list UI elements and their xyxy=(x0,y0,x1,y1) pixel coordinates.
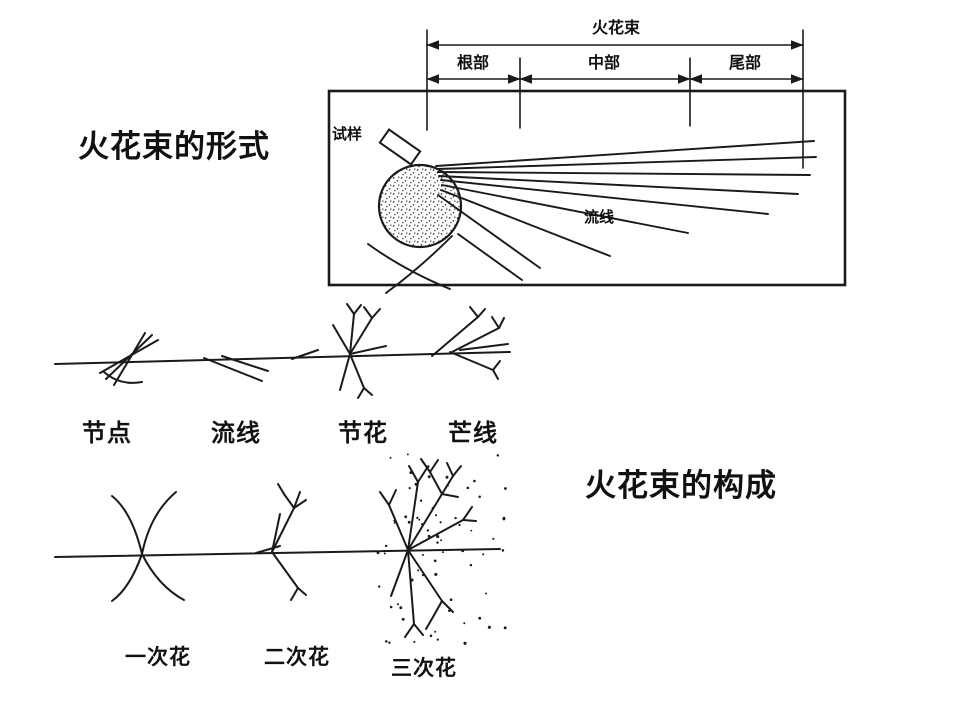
structure-label-streamline: 流线 xyxy=(211,421,261,447)
small-tick xyxy=(291,349,319,360)
zone-label-tail: 尾部 xyxy=(728,55,762,72)
sample-label: 试样 xyxy=(332,127,363,143)
structure-label-awn-lines: 芒线 xyxy=(448,421,498,447)
primary-flower xyxy=(111,491,185,602)
streamline-label-top: 流线 xyxy=(584,210,615,226)
main-streamline-2 xyxy=(54,548,501,558)
flower-label-secondary: 二次花 xyxy=(264,645,330,669)
tertiary-flower xyxy=(379,458,477,638)
test-sample xyxy=(378,128,422,166)
flower-label-tertiary: 三次花 xyxy=(391,656,457,680)
spark-stream-lines xyxy=(367,140,817,294)
node-feature xyxy=(99,332,159,386)
composition-title: 火花束的构成 xyxy=(585,468,777,503)
apparatus-box xyxy=(327,89,847,287)
spark-flower-structure xyxy=(54,453,507,645)
spark-line-structure xyxy=(54,303,511,399)
flower-label-primary: 一次花 xyxy=(125,645,191,669)
form-title: 火花束的形式 xyxy=(78,129,270,164)
streamline-branch xyxy=(203,355,269,382)
structure-label-node: 节点 xyxy=(82,421,132,447)
tertiary-flower-dots xyxy=(376,453,507,645)
dimension-lines xyxy=(426,29,804,169)
node-flower-feature xyxy=(332,303,387,399)
zone-label-middle: 中部 xyxy=(587,55,621,72)
awn-lines-feature xyxy=(431,306,509,380)
bundle-extent-label: 火花束 xyxy=(591,20,641,37)
grinding-wheel xyxy=(377,163,463,249)
structure-label-node-flower: 节花 xyxy=(338,421,388,447)
secondary-flower xyxy=(255,483,307,601)
zone-label-root: 根部 xyxy=(456,55,490,72)
